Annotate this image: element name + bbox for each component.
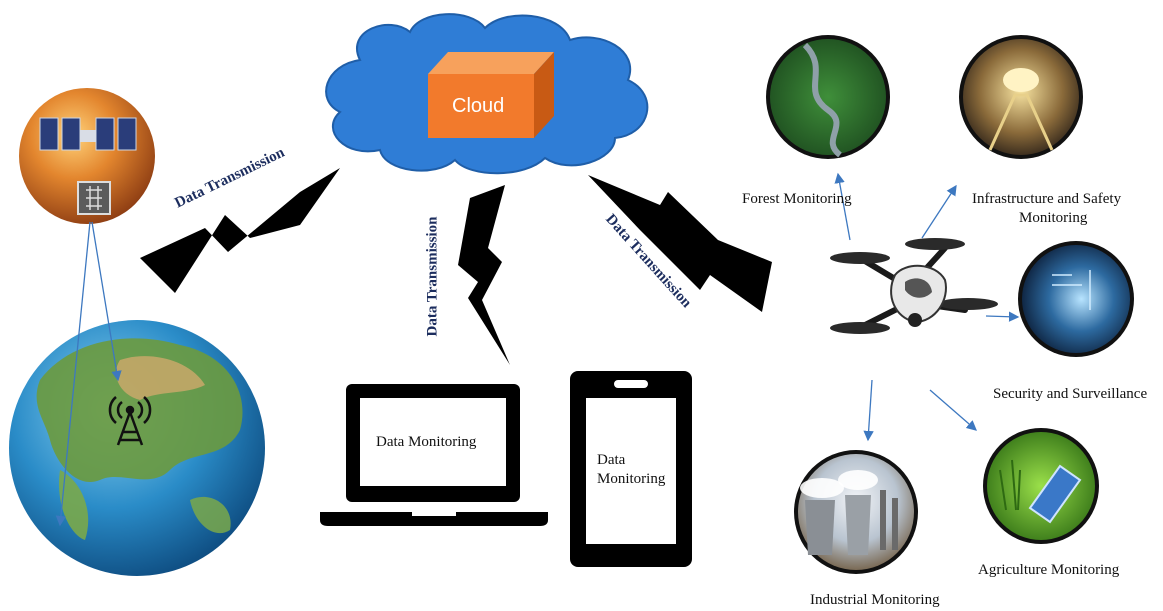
cloud-label: Cloud (452, 95, 505, 117)
lightning-bolt-icon (458, 185, 510, 365)
laptop-icon (320, 384, 548, 526)
forest-label: Forest Monitoring (742, 191, 852, 207)
link-arrow (863, 379, 874, 442)
smartphone-icon (570, 371, 692, 567)
lightning-bolt-icon (588, 175, 772, 312)
link-arrow (91, 221, 122, 382)
industrial-label: Industrial Monitoring (810, 592, 940, 608)
lightning-bolt-icon (140, 168, 340, 293)
security-label: Security and Surveillance (993, 386, 1148, 402)
infrastructure-label-line1: Infrastructure and Safety (972, 191, 1122, 207)
drone-icon (830, 238, 998, 334)
link-arrow (55, 221, 91, 527)
laptop-label: Data Monitoring (376, 434, 477, 450)
security-photo (1018, 241, 1134, 357)
earth-icon (9, 320, 265, 576)
satellite-icon (19, 88, 155, 224)
link-arrow (929, 389, 977, 431)
industrial-photo (794, 450, 918, 574)
forest-photo (766, 35, 890, 159)
link-arrow (921, 184, 957, 239)
phone-label-line1: Data (597, 452, 626, 468)
cube-icon (428, 52, 554, 138)
phone-label-line2: Monitoring (597, 471, 666, 487)
cell-tower-icon (108, 396, 152, 446)
agriculture-photo (983, 428, 1099, 544)
link-arrow (985, 311, 1020, 322)
link-label-middle: Data Transmission (424, 216, 441, 337)
infrastructure-label-line2: Monitoring (1019, 210, 1088, 226)
agriculture-label: Agriculture Monitoring (978, 562, 1120, 578)
infrastructure-photo (959, 35, 1083, 159)
link-arrow (834, 172, 851, 241)
